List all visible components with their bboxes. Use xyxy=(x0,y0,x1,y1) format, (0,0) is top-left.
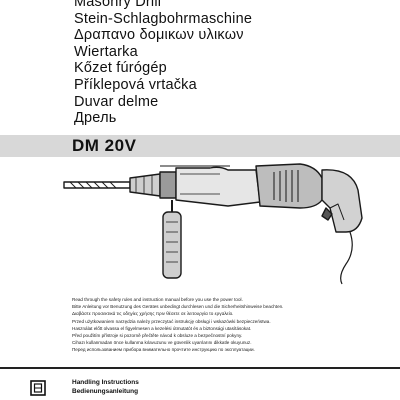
footer-line: Bedienungsanleitung xyxy=(72,388,139,395)
warning-line: Cihazı kullanmadan önce kullanma kılavuz… xyxy=(72,340,252,346)
title-line: Stein-Schlagbohrmaschine xyxy=(74,10,253,27)
title-list: Masonry Drill Stein-Schlagbohrmaschine Δ… xyxy=(74,0,252,127)
title-line: Masonry Drill xyxy=(74,0,162,10)
title-line: Дрель xyxy=(74,110,117,127)
footer-text: Handling Instructions Bedienungsanleitun… xyxy=(72,378,139,396)
title-line: Duvar delme xyxy=(74,93,159,110)
title-line: Δραπανο δομικων υλικων xyxy=(74,27,244,44)
book-icon xyxy=(30,380,46,396)
warning-line: Перед использованием прибора внимательно… xyxy=(72,347,255,353)
title-line: Wiertarka xyxy=(74,43,138,60)
footer-line: Handling Instructions xyxy=(72,379,139,386)
title-line: Příklepová vrtačka xyxy=(74,76,197,93)
warning-line: Przed użytkowaniem narzędzia należy prze… xyxy=(72,318,271,324)
warning-line: Διαβάστε προσεκτικά τις οδηγίες χρήσης π… xyxy=(72,311,234,317)
title-line: Kőzet fúrógép xyxy=(74,60,167,77)
warning-line: Před použitím přístroje si pozorně přečt… xyxy=(72,333,243,339)
warning-line: Használat előtt olvassa el figyelmesen a… xyxy=(72,325,252,331)
warning-line: Bitte Anleitung vor Benutzung des Geräte… xyxy=(72,304,284,310)
model-name: DM 20V xyxy=(72,136,137,155)
safety-warnings: Read through the safety rules and instru… xyxy=(72,296,372,354)
model-band: DM 20V xyxy=(0,135,400,157)
warning-line: Read through the safety rules and instru… xyxy=(72,297,243,302)
drill-illustration xyxy=(63,163,363,285)
footer-divider xyxy=(0,367,400,369)
